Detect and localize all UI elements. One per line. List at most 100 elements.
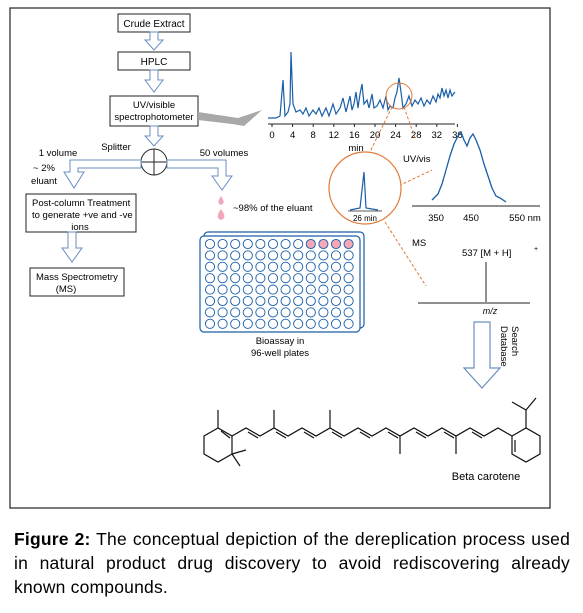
well [217,250,228,261]
well [318,284,329,295]
fifty-volumes-label: 50 volumes [200,148,249,159]
well [343,238,354,250]
well [242,307,253,318]
crude-extract-box: Crude Extract [117,13,191,33]
uv-label-line2: spectrophotometer [114,112,193,123]
well [255,238,266,250]
well [280,284,291,295]
well [330,250,342,261]
well [204,273,216,284]
well-plate [199,231,365,333]
well [204,238,216,250]
postcol-line2: to generate +ve and -ve [32,210,133,221]
zoom-line [384,221,427,287]
well [305,284,316,295]
chromatogram-tick-label: 32 [432,130,443,141]
well [280,273,291,284]
figure-frame [9,7,551,509]
ms-spectrum: MS 537 [M + H] + m/z [412,238,538,316]
well [330,261,342,272]
well [343,318,354,329]
well [305,307,316,318]
well [230,318,241,329]
well [242,295,253,307]
well [293,284,304,295]
post-column-box: Post-column Treatment to generate +ve an… [25,193,137,233]
well [343,307,354,318]
well [217,295,228,307]
well [217,307,228,318]
arrow-splitter-left [63,159,142,189]
well [305,250,316,261]
well [343,295,354,307]
splitter-valve [140,148,168,176]
well [255,307,266,318]
well [318,273,329,284]
well [330,307,342,318]
postcol-line1: Post-column Treatment [32,198,131,209]
chromatogram-trace [268,51,456,119]
bioassay-line2: 96-well plates [251,348,309,359]
peak-zoom-label: 26 min [353,214,377,223]
well [293,273,304,284]
well [217,261,228,272]
well [204,318,216,329]
well [242,250,253,261]
well [242,238,253,250]
well [230,284,241,295]
well [293,261,304,272]
well [255,250,266,261]
well [293,295,304,307]
dereplication-figure: Crude Extract HPLC UV/visible spectropho… [9,7,551,509]
one-volume-label: 1 volume [39,148,78,159]
arrow-postcol-to-ms [61,231,83,263]
uv-spectrophotometer-box: UV/visible spectrophotometer [109,95,199,127]
well [330,318,342,329]
beta-carotene-structure [203,397,541,467]
ms-axis-label: m/z [483,306,498,316]
well [280,307,291,318]
well [305,318,316,329]
well [330,238,342,250]
eluant-label: eluant [31,176,57,187]
well [255,295,266,307]
well [267,318,279,329]
well [204,250,216,261]
uvvis-spectrum: UV/vis 350 450 550 nm [403,130,541,224]
well [217,238,228,250]
arrow-hplc-to-uv [144,69,164,93]
chromatogram-tick-label: 24 [390,130,401,141]
well [330,273,342,284]
well [293,250,304,261]
uvvis-tick-550: 550 nm [509,213,541,224]
arrow-uv-to-splitter [143,125,165,147]
well [318,250,329,261]
ninetyeight-label: ~98% of the eluant [233,203,313,214]
search-label-line2: Database [498,326,509,367]
chromatogram-tick-label: 8 [311,130,316,141]
well [267,238,279,250]
well [230,250,241,261]
well [280,295,291,307]
well [230,238,241,250]
chromatogram-tick-label: 28 [411,130,422,141]
well [204,307,216,318]
well [305,238,316,250]
well [267,307,279,318]
postcol-line3: ions [71,222,89,233]
peak-zoom: 26 min [328,151,402,225]
hplc-label: HPLC [141,57,168,68]
well [293,307,304,318]
well [242,273,253,284]
mass-spec-box: Mass Spectrometry (MS) [29,267,125,297]
uvvis-tick-450: 450 [463,213,479,224]
well [305,273,316,284]
well [242,318,253,329]
crude-extract-label: Crude Extract [123,19,184,30]
well [305,295,316,307]
search-database-arrow [462,321,502,389]
ms-peak-sup: + [534,246,538,253]
chromatogram-tick-label: 36 [452,130,463,141]
well [230,295,241,307]
